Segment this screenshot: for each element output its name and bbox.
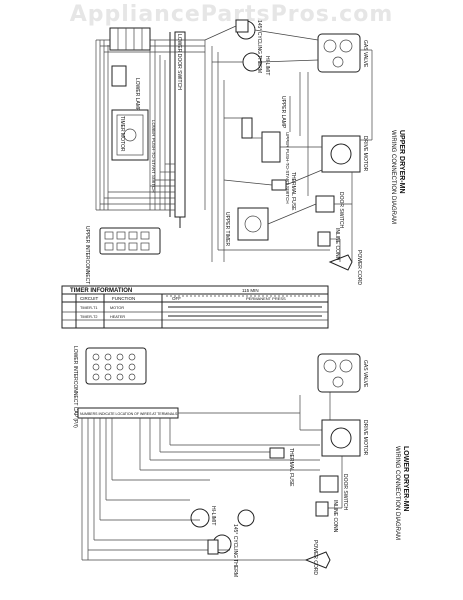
upper-thermal-fuse-label: THERMAL FUSE — [290, 172, 296, 211]
upper-interconnect-plug — [99, 227, 161, 255]
lower-thermal-fuse — [269, 447, 285, 459]
upper-diagram: LOWER LAMP TIMER MOTOR LOWER PUSH-TO-STA… — [84, 19, 405, 310]
upper-subtitle: WIRING CONNECTION DIAGRAM — [390, 130, 396, 224]
lower-hi-limit-symbol — [190, 508, 210, 528]
lower-power-cord-plug — [304, 551, 331, 569]
timer-row-2-circuit: TIMER-T2 — [80, 315, 98, 319]
upper-inline-conn — [317, 231, 331, 247]
lower-inline-conn-label: INLINE CONN — [332, 500, 338, 533]
lower-drive-motor — [321, 419, 361, 457]
lower-lamp-label: LOWER LAMP — [134, 78, 140, 112]
upper-power-cord-label: POWER CORD — [356, 250, 362, 285]
timer-col-circuit: CIRCUIT — [80, 296, 98, 301]
lower-terminal-note: NUMBERS INDICATE LOCATION OF WIRES AT TE… — [80, 412, 178, 416]
lower-lamp-symbol — [111, 65, 127, 87]
lower-door-switch-label: LOWER DOOR SWITCH — [176, 34, 182, 90]
lower-cycling-therm-label: 145° CYCLING THERM — [232, 524, 238, 577]
hi-limit-label: HI-LIMIT — [264, 56, 270, 75]
lower-hi-limit-label: HI-LIMIT — [210, 506, 216, 525]
lower-gas-valve — [317, 353, 361, 393]
timer-motor-block — [111, 109, 149, 161]
lower-gas-valve-label: GAS VALVE — [362, 360, 368, 388]
lower-diagram: LOWER INTERCONNECT CAP (P/I) NUMBERS IND… — [72, 346, 409, 577]
upper-lamp-box — [235, 19, 249, 33]
timer-motor-symbol — [123, 128, 137, 142]
timer-information-table: TIMER INFORMATION CIRCUIT FUNCTION OFF 1… — [61, 285, 329, 329]
lower-door-switch-label: DOOR SWITCH — [342, 474, 348, 510]
upper-power-cord-plug — [328, 254, 353, 271]
timer-total-label: 115 MIN — [242, 288, 259, 293]
watermark-text: AppliancePartsPros.com — [69, 2, 394, 27]
upper-timer-label: UPPER TIMER — [224, 212, 230, 246]
lower-interconnect-label: LOWER INTERCONNECT CAP (P/I) — [72, 346, 78, 428]
timer-row-1-function: MOTOR — [110, 306, 124, 310]
upper-inline-conn-label: INLINE CONN — [334, 228, 340, 261]
cycling-therm-label: 145° CYCLING THERM — [256, 20, 262, 73]
lower-thermal-fuse-label: THERMAL FUSE — [288, 448, 294, 487]
upper-timer-block — [237, 207, 269, 241]
timer-off-label: OFF — [172, 296, 181, 301]
timer-row-1-circuit: TIMER-T1 — [80, 306, 98, 310]
lower-interconnect-cap — [85, 347, 147, 385]
upper-lamp-label: UPPER LAMP — [280, 96, 286, 129]
timer-motor-label: TIMER MOTOR — [119, 116, 125, 152]
upper-lamp-socket — [241, 117, 253, 139]
upper-drive-motor — [321, 135, 361, 173]
lower-door-switch-block — [109, 27, 151, 51]
upper-door-switch — [315, 195, 335, 213]
upper-gas-valve — [317, 33, 361, 73]
upper-gas-valve-label: GAS VALVE — [362, 40, 368, 68]
lower-drive-motor-label: DRIVE MOTOR — [362, 420, 368, 456]
lower-igniter-symbol — [237, 509, 255, 527]
timer-permpress-label: PERMANENT PRESS — [246, 296, 286, 301]
upper-push-label: UPPER PUSH-TO-START SWITCH — [285, 132, 290, 204]
upper-push-switch — [261, 131, 281, 163]
upper-title: UPPER DRYER-MN — [398, 130, 405, 194]
lower-door-switch — [319, 475, 339, 493]
upper-plug-label: UPPER INTERCONNECT PLUG (P/I) — [84, 226, 90, 310]
upper-drive-motor-label: DRIVE MOTOR — [362, 136, 368, 172]
timer-row-2-function: HEATER — [110, 315, 125, 319]
timer-table-title: TIMER INFORMATION — [70, 288, 132, 294]
lower-push-label: LOWER PUSH-TO-START SWITCH — [151, 120, 156, 193]
upper-door-switch-label: DOOR SWITCH — [338, 192, 344, 228]
lower-power-cord-label: POWER CORD — [312, 540, 318, 575]
lower-title: LOWER DRYER-MN — [402, 446, 409, 511]
lower-inline-conn — [315, 501, 329, 517]
lower-subtitle: WIRING CONNECTION DIAGRAM — [394, 446, 400, 540]
upper-thermal-fuse — [271, 179, 287, 191]
timer-col-function: FUNCTION — [112, 296, 135, 301]
